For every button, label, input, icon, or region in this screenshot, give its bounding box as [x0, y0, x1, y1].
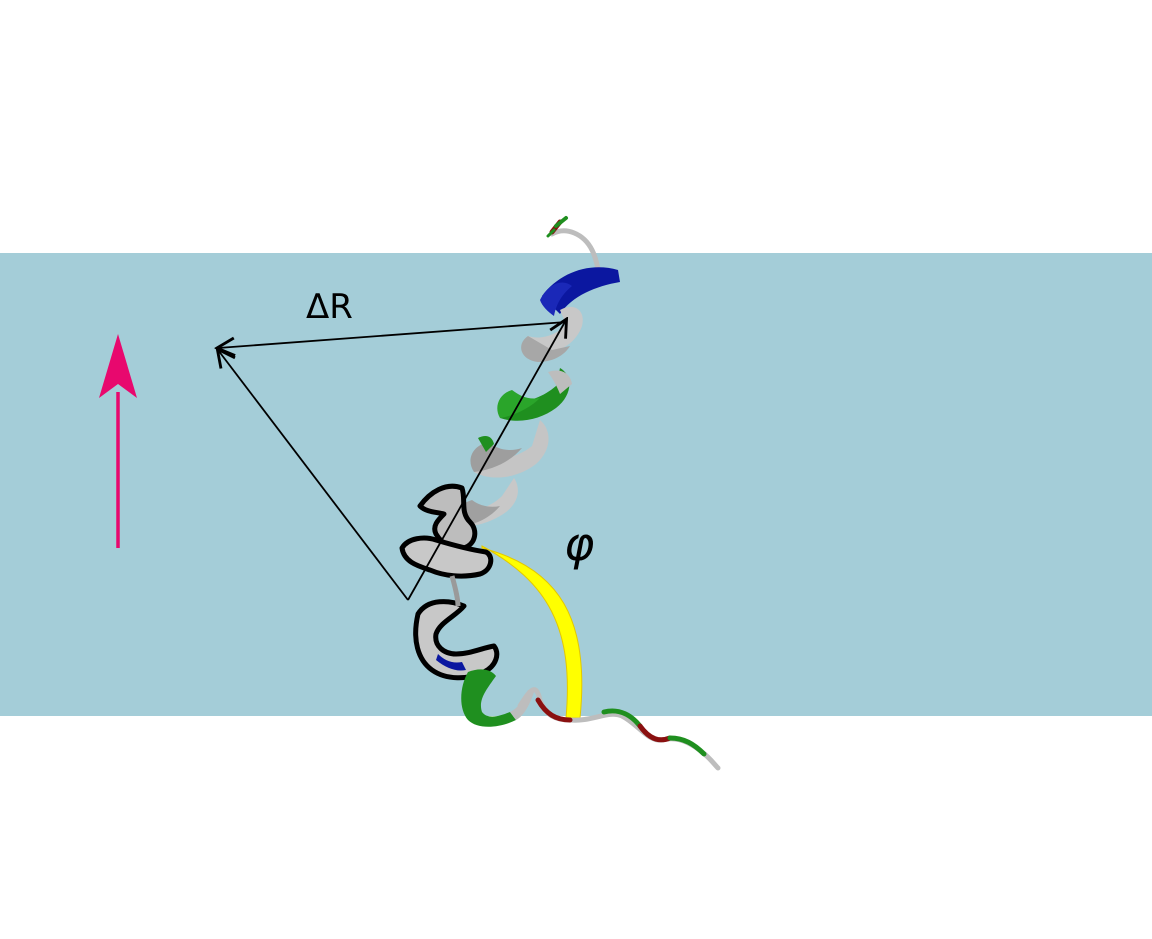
reference-vector: [218, 350, 409, 601]
vector-diagram: [218, 320, 567, 601]
lower-green-turn: [461, 669, 534, 727]
helix-axis-vector: [407, 320, 566, 601]
delta-r-label: ΔR: [306, 287, 353, 327]
phi-label: φ: [564, 517, 594, 571]
helix-link-segment: [449, 575, 461, 607]
blue-patch: [436, 654, 466, 671]
outlined-helix-segment: [399, 483, 500, 681]
c-terminal-tail: [517, 687, 721, 771]
delta-r-vector: [218, 321, 567, 348]
direction-arrow: [99, 334, 137, 548]
up-arrow-icon: [99, 334, 137, 398]
n-terminal-tail: [546, 216, 601, 271]
